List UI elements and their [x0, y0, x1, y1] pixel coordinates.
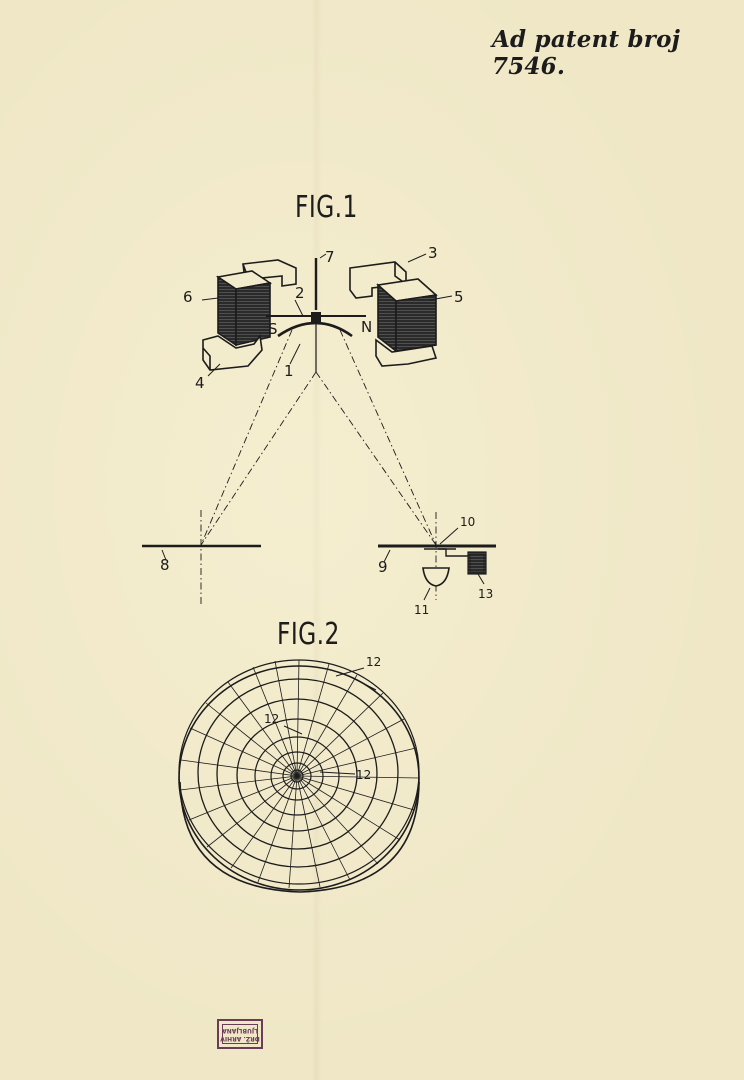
label-12-middle: 12 [264, 712, 279, 726]
photocell-lens [422, 567, 450, 587]
fig2-leader-lines [283, 667, 377, 775]
figure-2-scan-disk [178, 659, 420, 893]
figure-1-labels: 6 4 7 2 S N 1 3 5 8 10 9 11 13 [160, 244, 493, 617]
archive-stamp: DRŽ. ARHIV LJUBLJANA [217, 1019, 263, 1049]
label-7: 7 [325, 248, 335, 266]
figure-1-title: FIG.1 [295, 190, 358, 225]
label-3: 3 [428, 244, 438, 262]
stamp-line-1: DRŽ. ARHIV [220, 1035, 260, 1042]
left-magnet [202, 259, 297, 371]
label-8: 8 [160, 556, 170, 574]
label-10: 10 [460, 515, 475, 529]
label-6: 6 [183, 288, 193, 306]
label-1: 1 [284, 362, 294, 380]
figure-1 [142, 253, 496, 606]
light-rays [200, 324, 437, 606]
label-13: 13 [478, 587, 493, 601]
label-12-outer: 12 [366, 655, 381, 669]
label-5: 5 [454, 288, 464, 306]
label-S: S [268, 320, 278, 338]
label-2: 2 [295, 284, 305, 302]
stamp-line-2: LJUBLJANA [222, 1027, 258, 1034]
label-9: 9 [378, 558, 388, 576]
figure-2-labels: 12 12 12 [264, 655, 381, 782]
aperture-disk [378, 544, 496, 575]
leader-lines [161, 253, 485, 601]
figure-2-title: FIG.2 [277, 617, 340, 652]
label-4: 4 [195, 374, 205, 392]
label-12-inner: 12 [356, 768, 371, 782]
disk-radial-lines [179, 659, 420, 889]
label-11: 11 [414, 603, 429, 617]
label-N: N [361, 318, 372, 336]
stamp-text: DRŽ. ARHIV LJUBLJANA [219, 1026, 261, 1042]
patent-reference: Ad patent broj 7546. [492, 26, 681, 80]
right-magnet [349, 261, 438, 367]
